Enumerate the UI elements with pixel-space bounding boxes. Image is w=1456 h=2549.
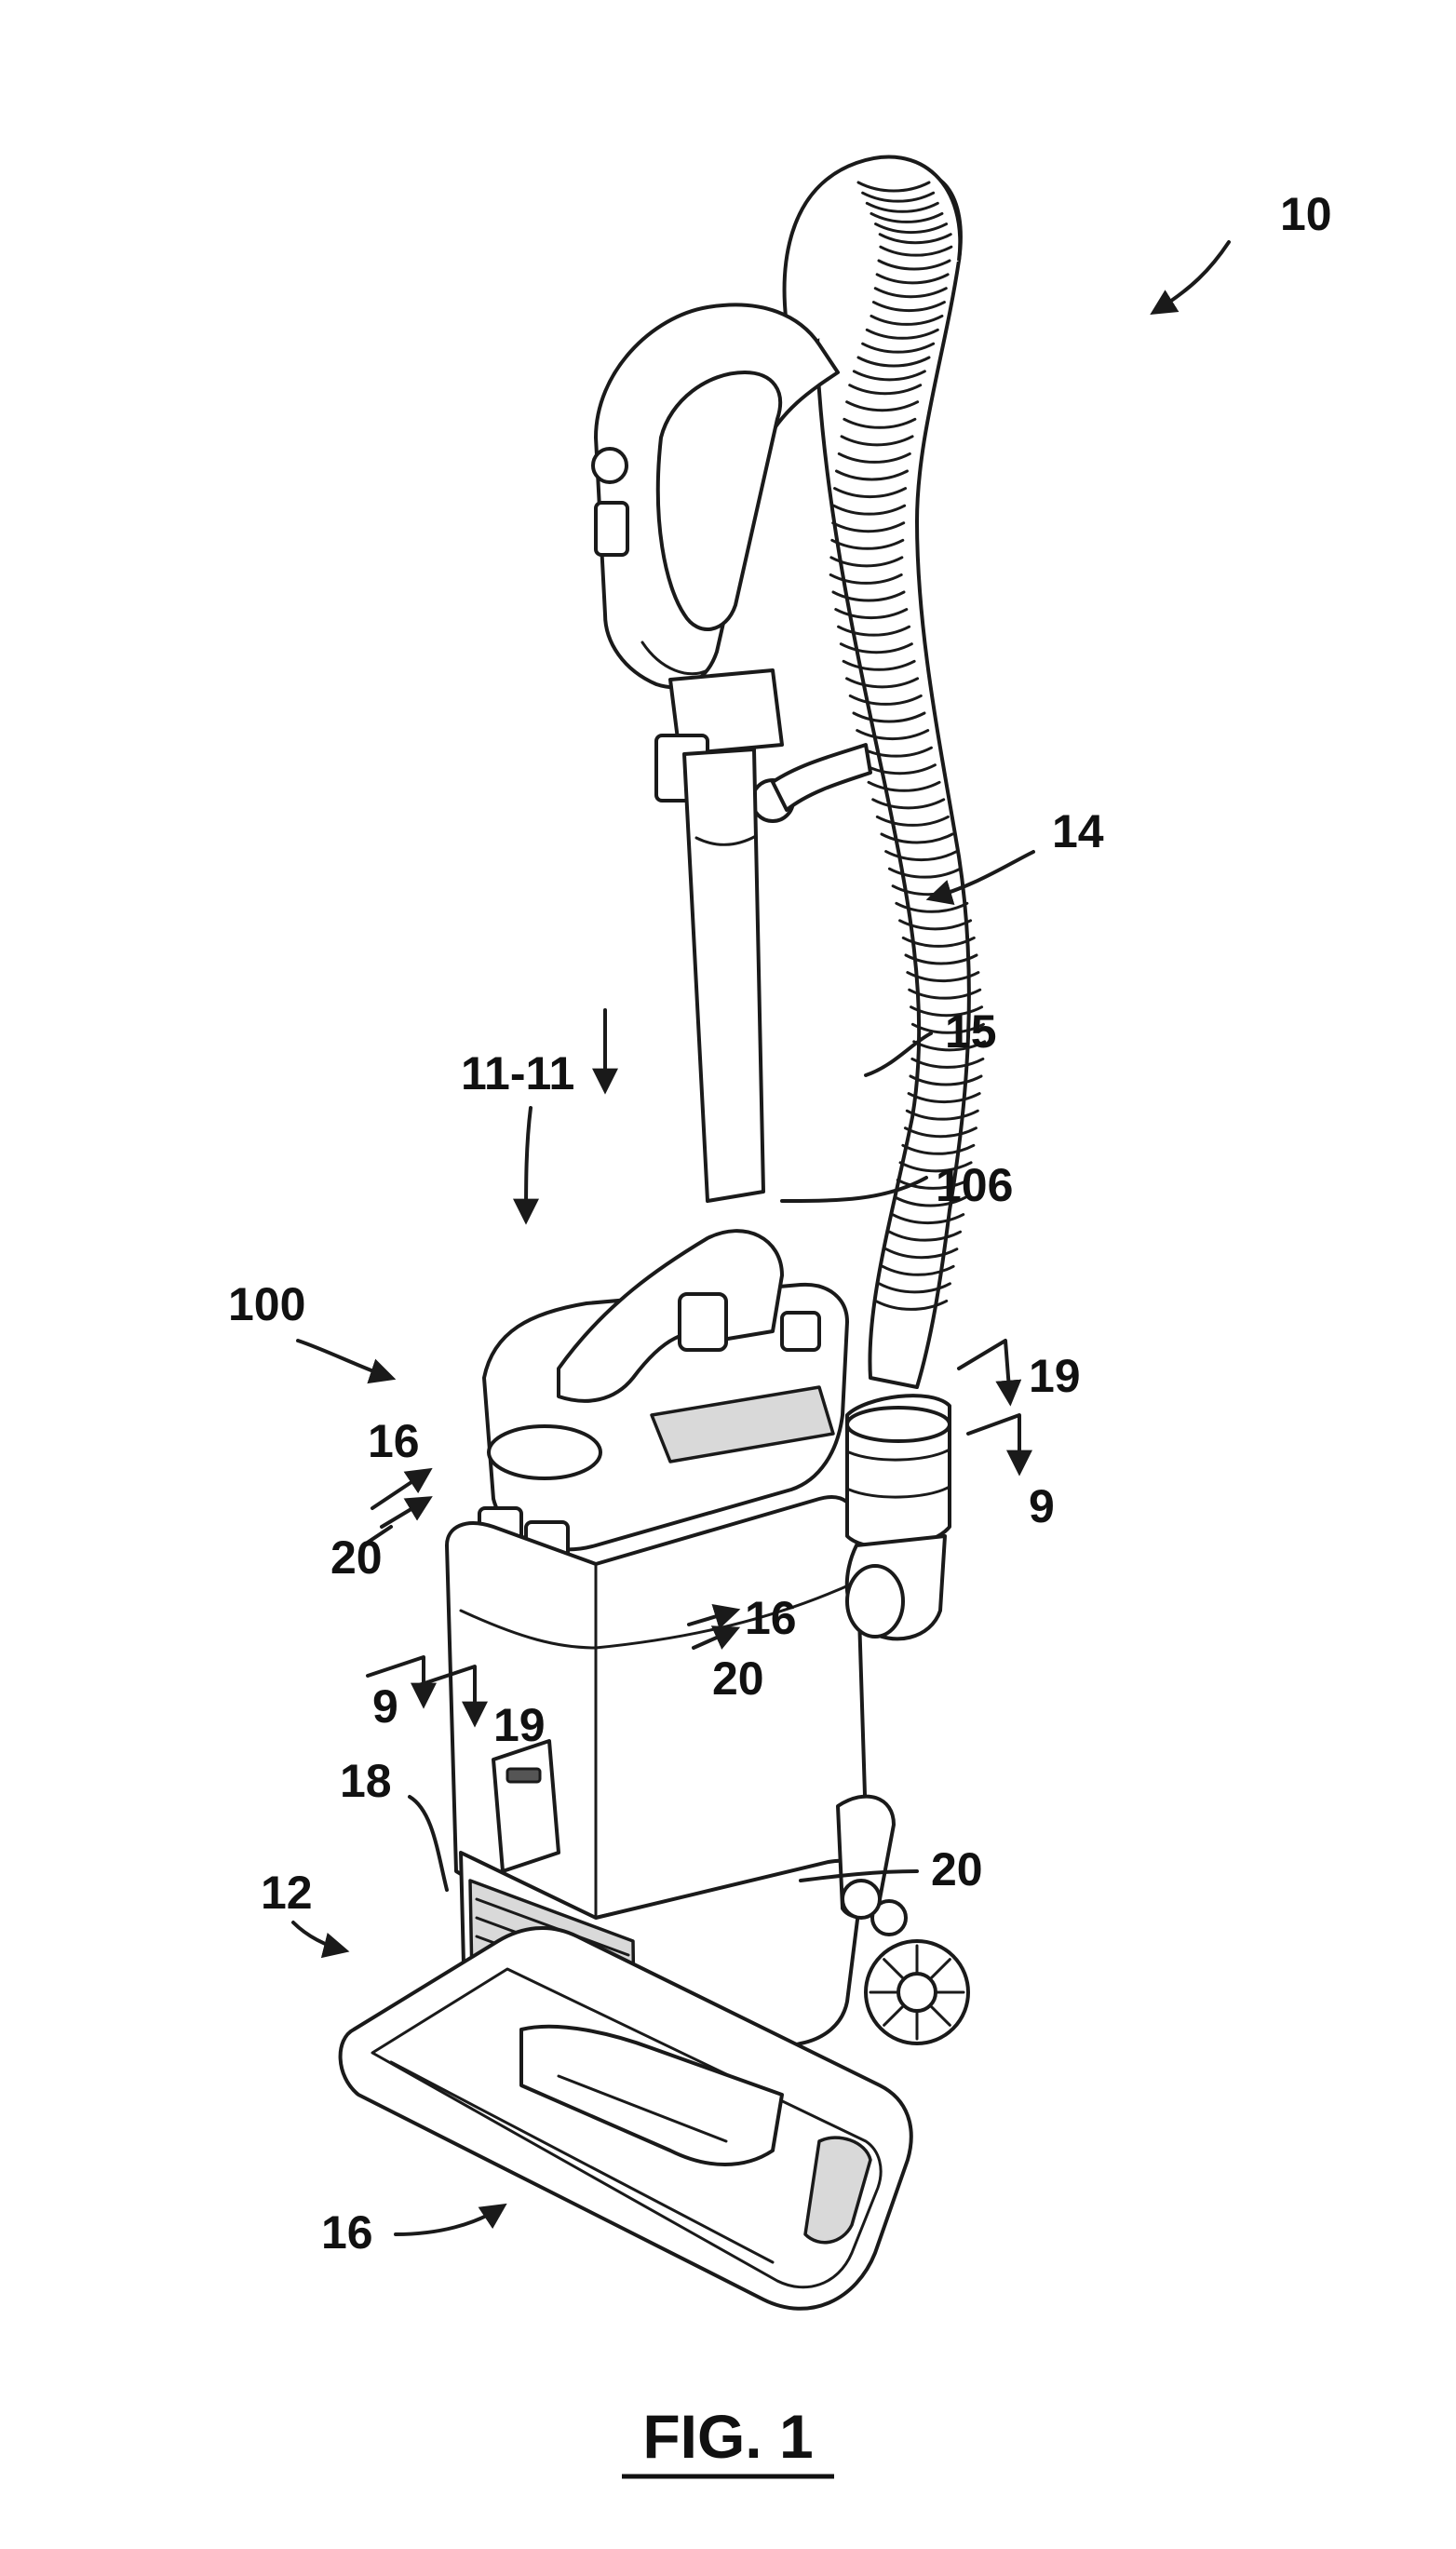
label-19-left: 19 [493, 1699, 546, 1751]
label-20-left: 20 [330, 1531, 383, 1584]
label-12: 12 [261, 1867, 313, 1919]
label-20-lower: 20 [931, 1843, 983, 1895]
label-100: 100 [228, 1278, 305, 1330]
label-20-mid: 20 [712, 1652, 764, 1705]
label-10: 10 [1280, 188, 1332, 240]
label-106: 106 [936, 1159, 1013, 1211]
label-14: 14 [1052, 805, 1104, 857]
label-16-left: 16 [368, 1415, 420, 1467]
label-11-11: 11-11 [461, 1047, 574, 1099]
label-16-mid: 16 [745, 1592, 797, 1644]
label-16-bottom: 16 [321, 2206, 373, 2259]
figure-caption: FIG. 1 [642, 2402, 813, 2471]
label-18: 18 [340, 1755, 392, 1807]
label-9-right: 9 [1029, 1480, 1055, 1532]
label-19-right: 19 [1029, 1350, 1081, 1402]
label-15: 15 [945, 1005, 997, 1058]
label-9-left: 9 [372, 1680, 398, 1733]
